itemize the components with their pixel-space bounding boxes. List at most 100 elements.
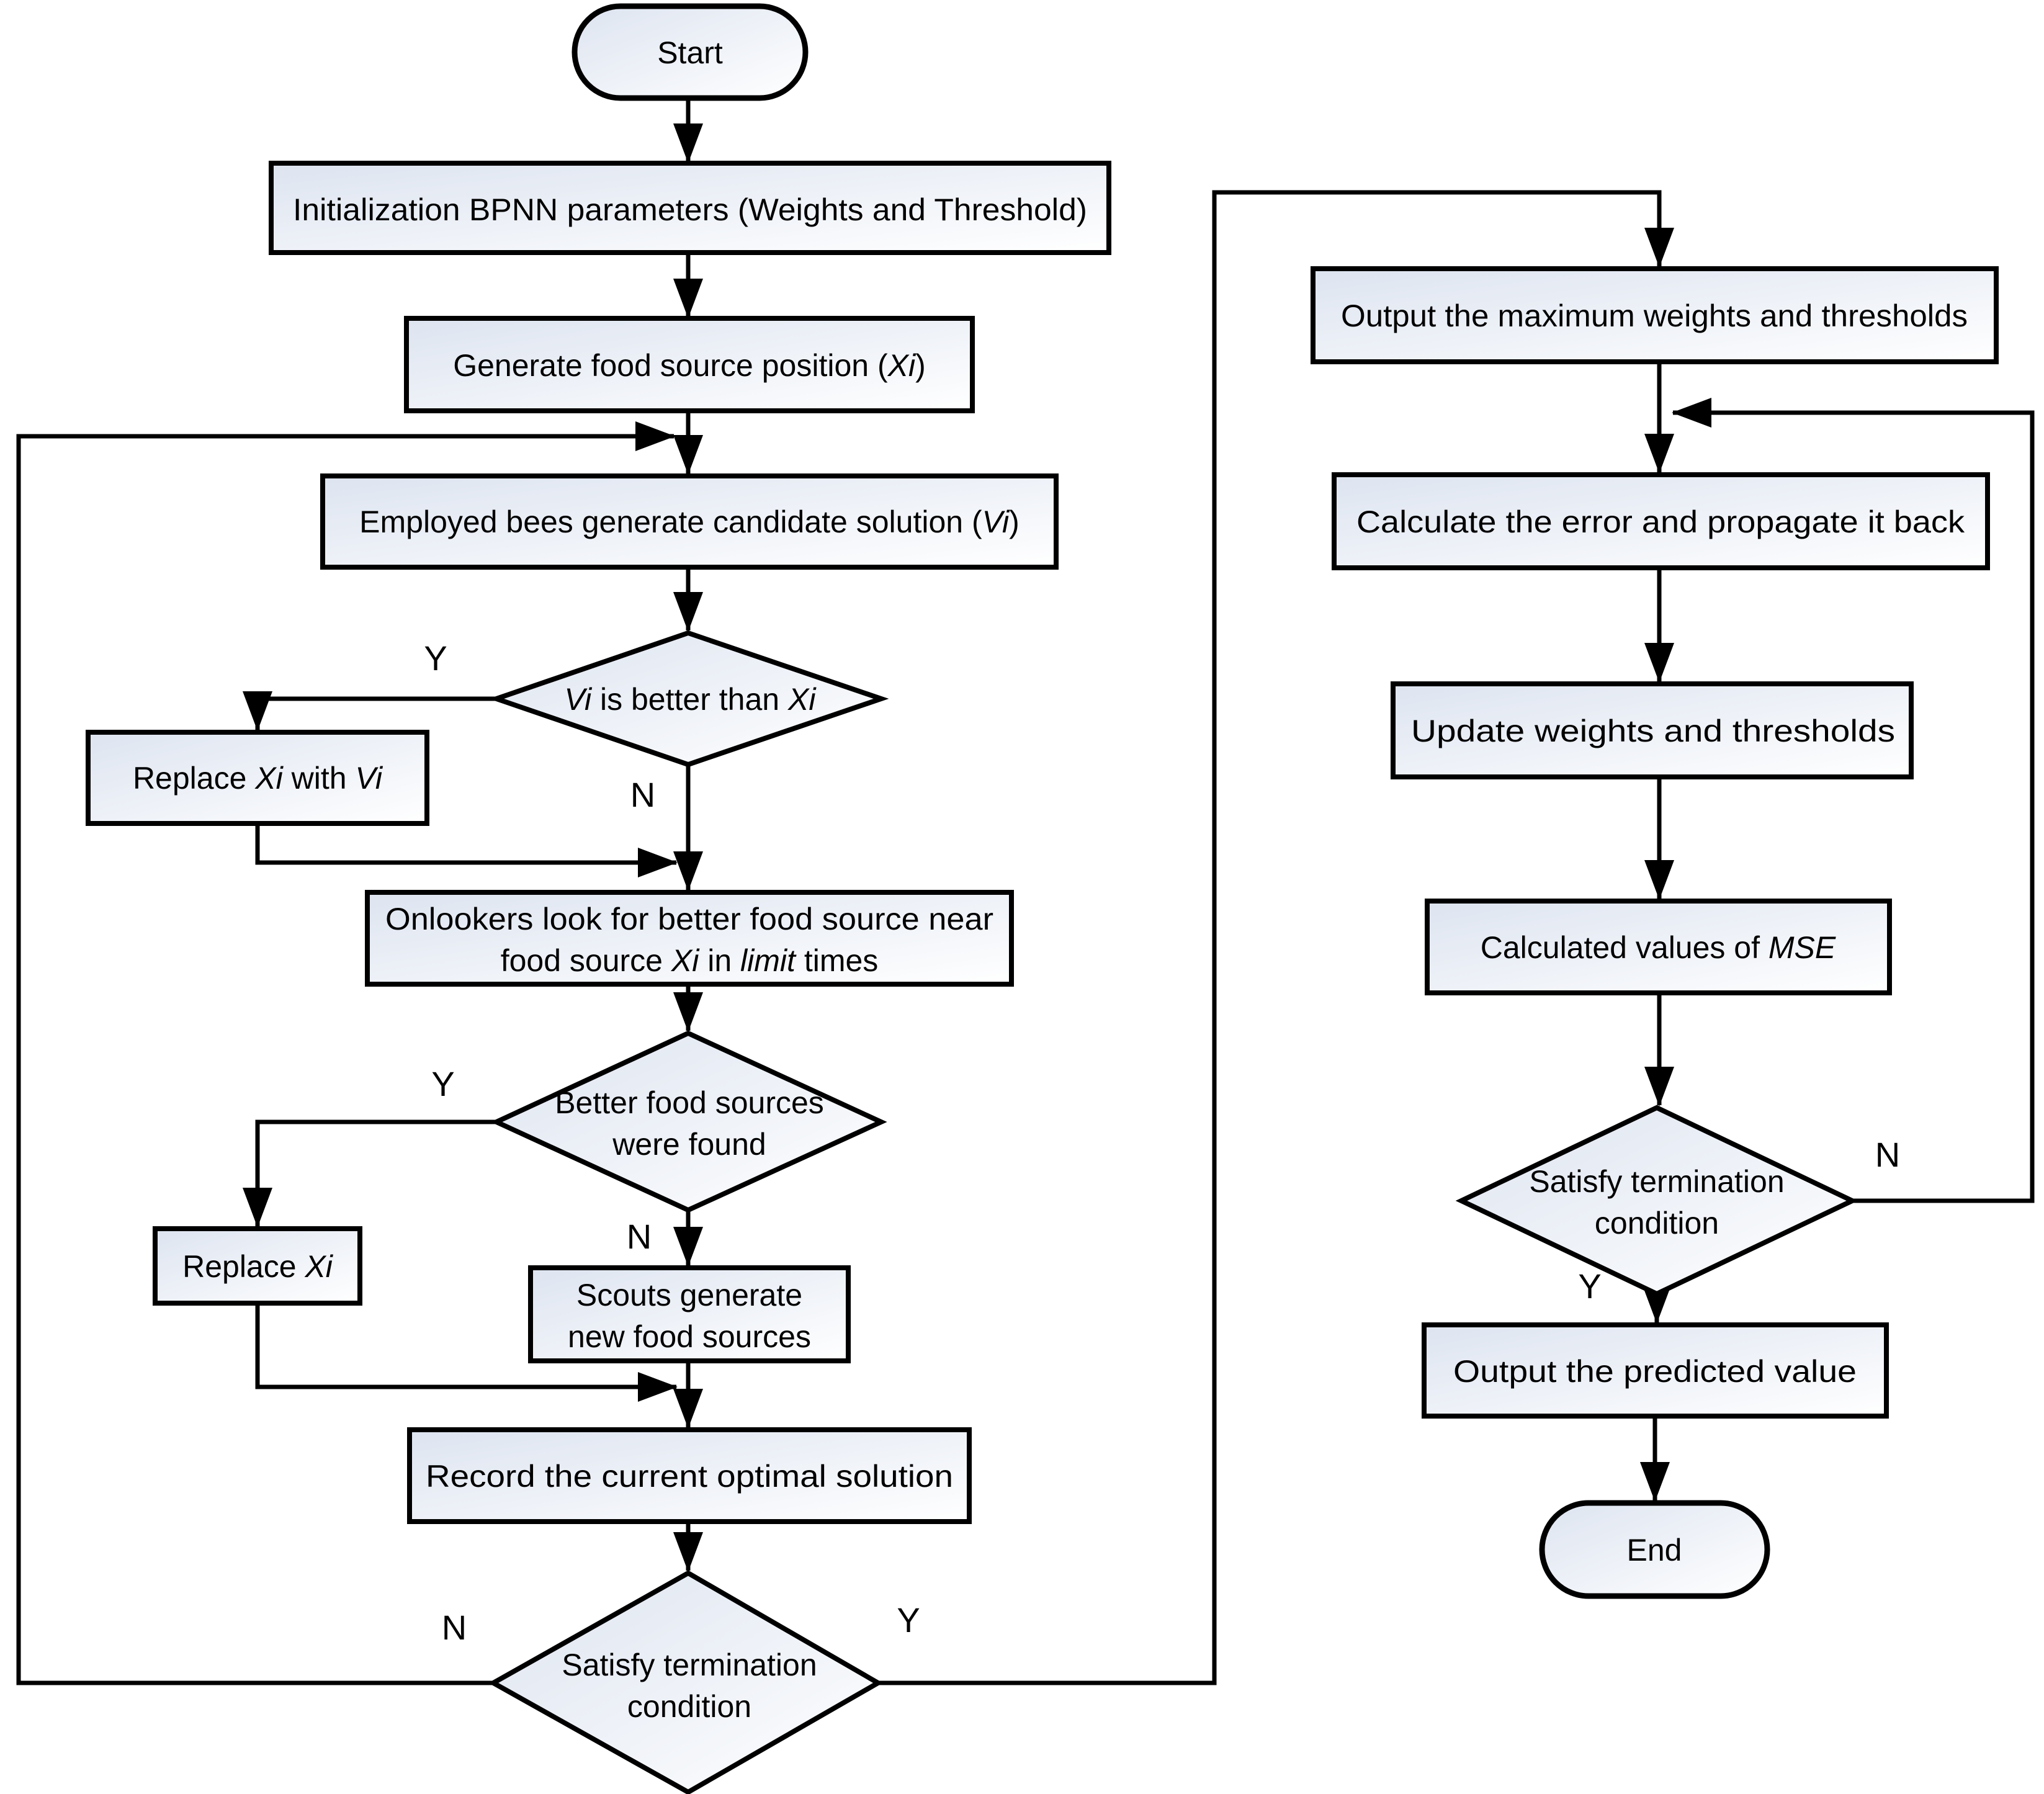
onlookers-box (365, 890, 1014, 987)
vi-better-label: Vi is better than Xi (565, 682, 817, 717)
calc-error-label: Calculate the error and propagate it bac… (1356, 505, 1965, 539)
onlookers-line2-xi: Xi (671, 943, 700, 978)
generate-box (404, 316, 975, 413)
terminate-abc-label-line1: Satisfy termination (562, 1648, 817, 1682)
better-found-diamond (490, 1030, 887, 1213)
vi-better-label-mid: is better than (591, 682, 788, 717)
replace-xi-xi: Xi (304, 1249, 333, 1284)
output-predicted-box (1422, 1322, 1889, 1419)
onlookers-label-line2: food source Xi in limit times (501, 943, 879, 978)
end-terminator-shape (1539, 1500, 1770, 1599)
replace-xi-vi-xi: Xi (254, 761, 284, 796)
onlookers-line2-pre: food source (501, 943, 671, 978)
label-terminate-bp-no: N (1875, 1135, 1900, 1174)
initialization-box (269, 161, 1111, 255)
node-output-predicted: Output the predicted value (1422, 1322, 1889, 1419)
output-predicted-label: Output the predicted value (1453, 1354, 1857, 1389)
replace-xi-pre: Replace (182, 1249, 305, 1284)
vi-better-label-xi: Xi (787, 682, 817, 717)
edge-replace-xi-join (255, 1303, 678, 1402)
edge-terminate-abc-yes (878, 190, 1674, 1685)
generate-label-pre: Generate food source position ( (453, 348, 888, 383)
end-label: End (1627, 1533, 1682, 1568)
mse-label-pre: Calculated values of (1481, 930, 1768, 965)
edge-terminate-bp-no-loop (1672, 398, 2035, 1203)
employed-label-pre: Employed bees generate candidate solutio… (359, 505, 982, 539)
label-better-found-no: N (627, 1217, 652, 1256)
output-max-box (1311, 266, 1999, 364)
generate-label-xi: Xi (887, 348, 917, 383)
node-scouts: Scouts generate new food sources (528, 1265, 851, 1363)
scouts-label-line2: new food sources (568, 1319, 811, 1354)
node-replace-xi-with-vi: Replace Xi with Vi (86, 730, 429, 826)
edge-replace-vi-join (255, 823, 678, 877)
employed-box (320, 473, 1059, 570)
node-mse: Calculated values of MSE (1425, 899, 1892, 995)
node-record-optimal: Record the current optimal solution (407, 1427, 972, 1524)
mse-box (1425, 899, 1892, 995)
node-employed-bees: Employed bees generate candidate solutio… (320, 473, 1059, 570)
record-label: Record the current optimal solution (426, 1459, 953, 1494)
label-terminate-bp-yes: Y (1578, 1267, 1601, 1306)
replace-xi-vi-pre: Replace (133, 761, 255, 796)
edge-better-found-yes (243, 1119, 496, 1227)
node-initialization: Initialization BPNN parameters (Weights … (269, 161, 1111, 255)
replace-xi-vi-mid: with (283, 761, 356, 796)
employed-label-post: ) (1009, 505, 1020, 539)
update-weights-box (1391, 681, 1914, 779)
vi-better-label-vi: Vi (565, 682, 593, 717)
update-weights-label: Update weights and thresholds (1411, 714, 1895, 748)
onlookers-label-line1: Onlookers look for better food source ne… (385, 902, 993, 936)
scouts-box (528, 1265, 851, 1363)
decision-terminate-abc: Satisfy termination condition (488, 1570, 884, 1794)
node-output-max-weights: Output the maximum weights and threshold… (1311, 266, 1999, 364)
start-label: Start (657, 35, 723, 70)
edge-vi-better-yes (243, 691, 496, 731)
terminate-bp-label-line2: condition (1595, 1206, 1719, 1240)
terminate-abc-label-line2: condition (627, 1689, 751, 1724)
label-terminate-abc-yes: Y (897, 1600, 920, 1639)
replace-xi-vi-box (86, 730, 429, 826)
terminate-bp-label-line1: Satisfy termination (1529, 1164, 1784, 1199)
node-calc-error: Calculate the error and propagate it bac… (1332, 472, 1990, 570)
onlookers-line2-mid: in (699, 943, 740, 978)
onlookers-line2-limit: limit (740, 943, 797, 978)
node-generate-food-source: Generate food source position (Xi) (404, 316, 975, 413)
replace-xi-label: Replace Xi (182, 1249, 334, 1284)
replace-xi-vi-vi: Vi (355, 761, 383, 796)
replace-xi-box (153, 1226, 362, 1306)
node-onlookers: Onlookers look for better food source ne… (365, 890, 1014, 987)
calc-error-box (1332, 472, 1990, 570)
replace-xi-vi-label: Replace Xi with Vi (133, 761, 383, 796)
mse-label-mse: MSE (1768, 930, 1836, 965)
node-start: Start (572, 3, 809, 101)
vi-better-diamond (488, 630, 889, 768)
decision-better-food-sources: Better food sources were found (490, 1030, 887, 1213)
decision-terminate-bp: Satisfy termination condition (1455, 1105, 1858, 1297)
label-terminate-abc-no: N (442, 1608, 467, 1647)
record-box (407, 1427, 972, 1524)
onlookers-line2-post: times (796, 943, 878, 978)
start-terminator-shape (572, 3, 809, 101)
employed-label-vi: Vi (982, 505, 1010, 539)
terminate-bp-diamond (1455, 1105, 1858, 1297)
edge-terminate-abc-no-loop (16, 421, 675, 1685)
node-end: End (1539, 1500, 1770, 1599)
initialization-label: Initialization BPNN parameters (Weights … (293, 192, 1087, 227)
employed-label: Employed bees generate candidate solutio… (359, 505, 1020, 539)
node-update-weights: Update weights and thresholds (1391, 681, 1914, 779)
terminate-abc-diamond (488, 1570, 884, 1794)
label-vi-better-yes: Y (424, 639, 447, 678)
mse-label: Calculated values of MSE (1481, 930, 1836, 965)
generate-label: Generate food source position (Xi) (453, 348, 926, 383)
output-max-label: Output the maximum weights and threshold… (1341, 298, 1968, 333)
node-replace-xi: Replace Xi (153, 1226, 362, 1306)
scouts-label-line1: Scouts generate (576, 1278, 802, 1312)
label-better-found-yes: Y (431, 1064, 454, 1103)
better-found-label-line2: were found (612, 1127, 766, 1162)
label-vi-better-no: N (630, 775, 655, 814)
generate-label-post: ) (915, 348, 926, 383)
decision-vi-better-than-xi: Vi is better than Xi (488, 630, 889, 768)
